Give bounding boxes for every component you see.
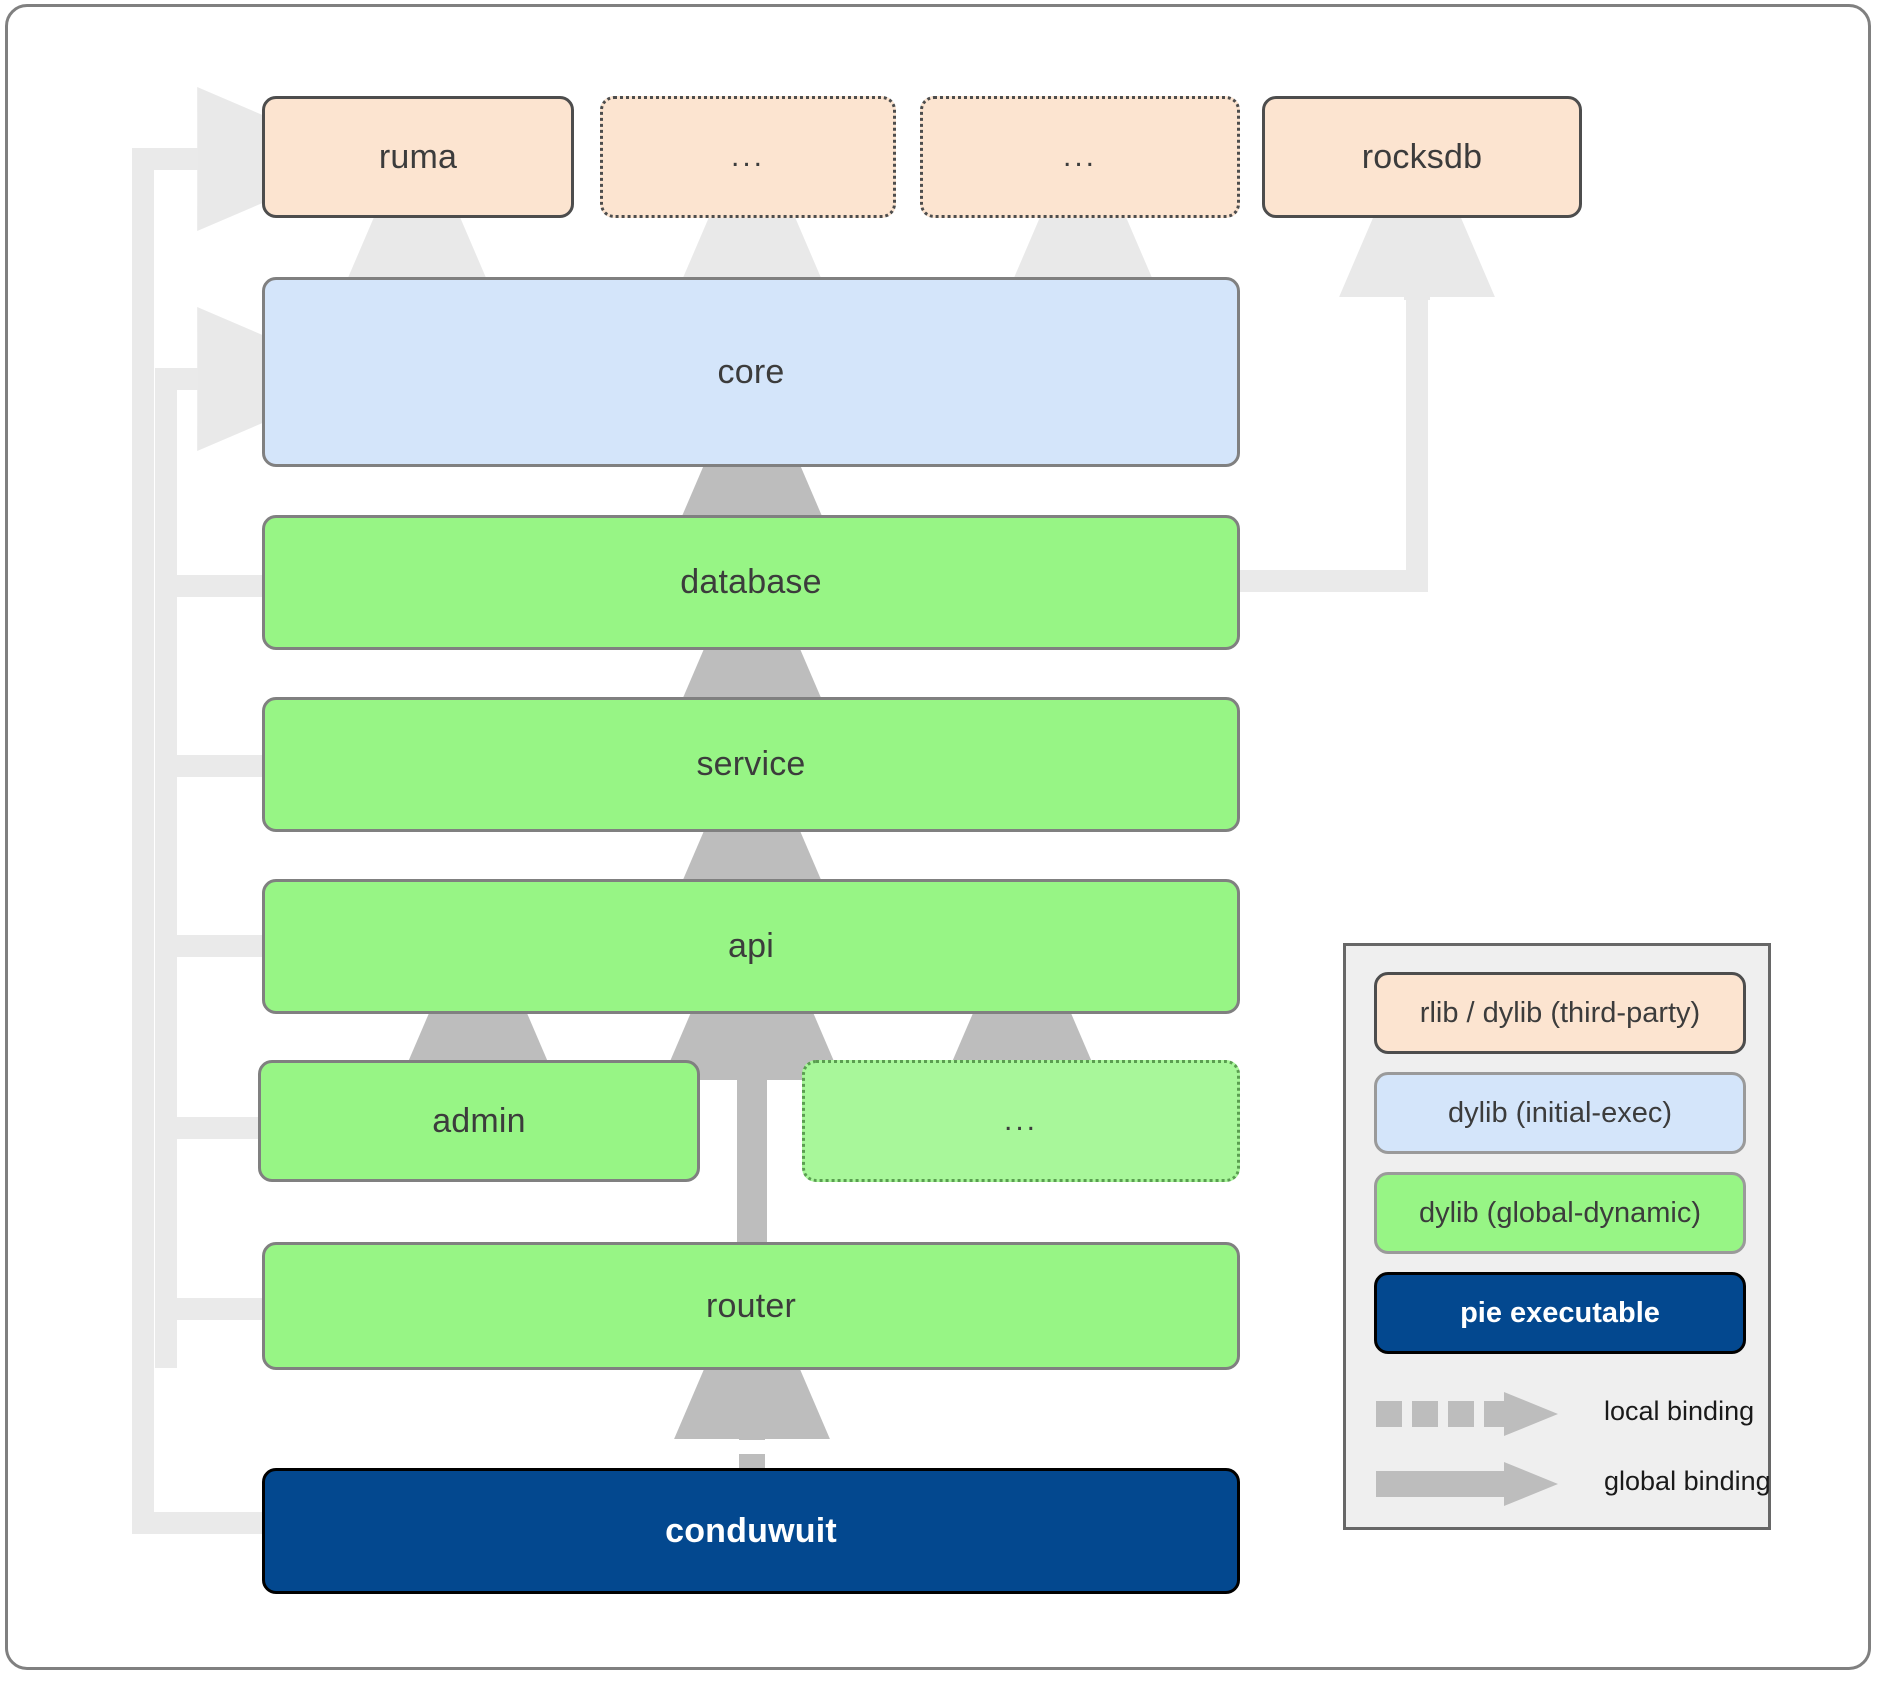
legend-binding-label: local binding — [1604, 1396, 1755, 1426]
node-service[interactable]: service — [262, 697, 1240, 832]
legend-binding-label: global binding — [1604, 1466, 1771, 1496]
legend-swatch-initial-exec: dylib (initial-exec) — [1374, 1072, 1746, 1154]
wire-conduwuit-bottom-horizontal — [132, 1512, 272, 1534]
node-rocksdb[interactable]: rocksdb — [1262, 96, 1582, 218]
node-admin[interactable]: admin — [258, 1060, 700, 1182]
wire-router-to-core-horizontal — [155, 368, 245, 390]
node-conduwuit[interactable]: conduwuit — [262, 1468, 1240, 1594]
legend-label: dylib (global-dynamic) — [1418, 1196, 1702, 1229]
node-label: ... — [730, 140, 765, 173]
node-api[interactable]: api — [262, 879, 1240, 1014]
node-label: conduwuit — [665, 1511, 837, 1550]
node-label: router — [705, 1286, 797, 1325]
wire-branch-database — [155, 575, 275, 597]
wire-database-to-rocksdb-horizontal — [1236, 570, 1428, 592]
node-label: core — [717, 352, 785, 391]
node-label: ... — [1062, 140, 1097, 173]
wire-branch-service — [155, 755, 275, 777]
legend-swatch-third-party: rlib / dylib (third-party) — [1374, 972, 1746, 1054]
node-database[interactable]: database — [262, 515, 1240, 650]
node-api-dots[interactable]: ... — [802, 1060, 1240, 1182]
node-label: ... — [1003, 1104, 1038, 1137]
legend-label: rlib / dylib (third-party) — [1419, 996, 1701, 1029]
node-router[interactable]: router — [262, 1242, 1240, 1370]
node-third-party-dots-1[interactable]: ... — [600, 96, 896, 218]
node-label: database — [680, 563, 822, 601]
legend-row-local-binding: local binding — [1372, 1384, 1755, 1444]
node-label: service — [696, 745, 806, 783]
legend-swatch-global-dynamic: dylib (global-dynamic) — [1374, 1172, 1746, 1254]
node-label: api — [728, 927, 774, 965]
wire-branch-router — [155, 1298, 275, 1320]
node-core[interactable]: core — [262, 277, 1240, 467]
wire-branch-api — [155, 935, 275, 957]
node-ruma[interactable]: ruma — [262, 96, 574, 218]
legend-label: pie executable — [1460, 1296, 1660, 1329]
node-label: admin — [432, 1101, 526, 1140]
wire-conduwuit-to-ruma-horizontal — [132, 148, 242, 170]
legend-label: dylib (initial-exec) — [1447, 1096, 1672, 1129]
global-binding-arrow-icon — [1376, 1462, 1558, 1506]
wire-branch-admin — [155, 1117, 275, 1139]
legend-swatch-pie-executable: pie executable — [1374, 1272, 1746, 1354]
legend-row-global-binding: global binding — [1372, 1454, 1771, 1514]
wire-database-to-rocksdb-vertical — [1406, 268, 1428, 590]
node-label: ruma — [378, 137, 458, 176]
node-third-party-dots-2[interactable]: ... — [920, 96, 1240, 218]
wire-router-trunk-vertical — [155, 368, 177, 1368]
node-label: rocksdb — [1361, 137, 1483, 176]
local-binding-arrow-icon — [1376, 1392, 1558, 1436]
legend-panel: rlib / dylib (third-party) dylib (initia… — [1343, 943, 1771, 1530]
wire-conduwuit-trunk-vertical — [132, 152, 154, 1534]
